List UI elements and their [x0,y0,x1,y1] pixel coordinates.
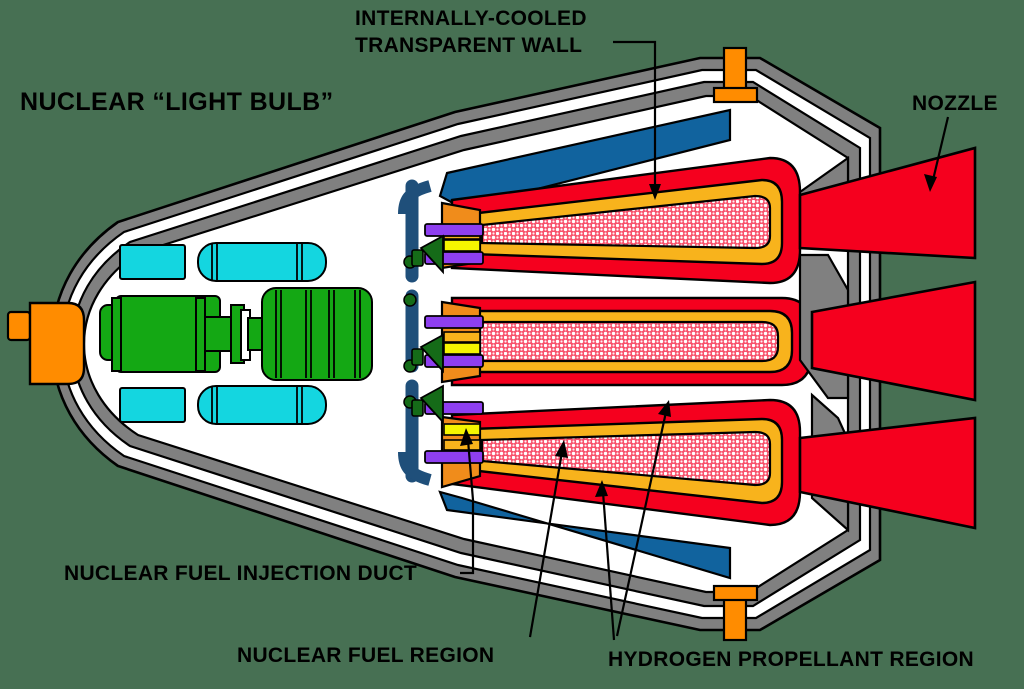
leader-fuel-region [528,451,564,638]
label-nozzle: NOZZLE [912,92,998,115]
nozzle-lower [798,416,977,530]
fuel-injector-amber-band-middle [443,331,481,343]
propellant-tank-upper-front [119,244,186,280]
label-hydrogen-region: HYDROGEN PROPELLANT REGION [608,648,974,671]
arrowhead-hydrogen-b [658,400,671,417]
fuel-injector-rod-middle-1 [424,315,484,329]
nuclear-fuel-region-middle [478,320,780,363]
nuclear-fuel-region-upper [480,194,772,250]
arrowhead-injection-duct [460,428,473,446]
fuel-injector-base-lower [411,399,424,417]
label-injection-duct: NUCLEAR FUEL INJECTION DUCT [64,562,417,585]
fuel-injector-rod-upper-1 [424,223,484,237]
internal-machinery [99,242,373,425]
mount-bottom [712,584,759,642]
fuel-injector-rod-lower-2 [424,450,484,464]
fuel-injector-cone-lower [419,384,444,425]
nose-plug-body [28,301,86,386]
manifold-elbow-upper [398,180,432,215]
leader-lines [460,40,950,641]
leader-transparent-wall [613,40,657,190]
turbopump-front [99,295,246,373]
leader-hydrogen-a [601,491,616,641]
nozzles [798,146,977,530]
propellant-tank-lower-rear [197,385,327,425]
nose-plug-stub [6,310,32,342]
arrowhead-nozzle [924,174,937,192]
hydrogen-duct-upper [438,108,732,210]
mount-top [712,46,759,104]
cavity-middle [411,296,814,387]
cavity-upper [411,156,802,285]
nose-plug [6,301,86,386]
mount-bottom-flange [712,584,759,602]
propellant-tank-upper-rear [197,242,327,282]
fuel-injection-duct-lower [443,423,481,436]
label-fuel-region: NUCLEAR FUEL REGION [237,644,494,667]
mount-top-flange [712,86,759,104]
label-transparent-wall-line1: INTERNALLY-COOLED [355,7,587,30]
propellant-tank-lower-front [119,387,186,423]
turbopump-rear [261,287,373,381]
manifold-elbow-lower [398,451,432,486]
arrowhead-transparent-wall [649,184,661,200]
fuel-injector-cone-middle [419,333,444,374]
fuel-injection-duct-middle [443,342,481,355]
arrowhead-fuel-region [555,440,568,458]
fuel-injector-cone-upper [419,234,444,275]
nozzle-upper [798,146,977,260]
arrowhead-hydrogen-a [595,480,608,497]
manifold-valve-mid-upper [403,293,417,307]
leader-hydrogen-b [615,411,668,637]
label-transparent-wall-line2: TRANSPARENT WALL [355,34,582,57]
nozzle-middle [810,280,977,402]
page-title: NUCLEAR “LIGHT BULB” [20,88,334,116]
fuel-injector-base-upper [411,249,424,267]
fuel-injection-duct-upper [443,239,481,252]
hydrogen-duct-lower [438,490,732,580]
nuclear-fuel-region-lower [480,430,772,487]
leader-nozzle [931,116,950,181]
leader-injection-duct [460,439,475,575]
fuel-injector-base-middle [411,348,424,366]
